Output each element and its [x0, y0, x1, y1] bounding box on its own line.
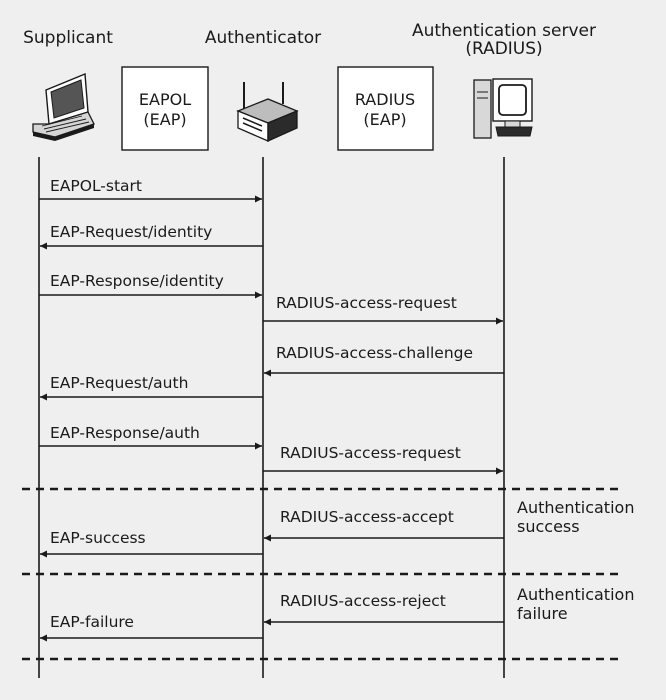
- radius-box-line2: (EAP): [363, 110, 406, 129]
- message-label: EAP-Response/auth: [50, 424, 200, 442]
- message-label: EAPOL-start: [50, 177, 142, 195]
- radius-box-line1: RADIUS: [355, 90, 415, 109]
- message-label: EAP-Request/identity: [50, 223, 212, 241]
- msg-radius-access-challenge: RADIUS-access-challenge: [264, 344, 504, 377]
- msg-radius-access-request-2: RADIUS-access-request: [263, 444, 503, 475]
- radius-protocol-box: RADIUS (EAP): [337, 66, 434, 151]
- msg-eapol-start: EAPOL-start: [39, 177, 262, 203]
- access-point-icon: [236, 82, 299, 143]
- msg-eap-success: EAP-success: [40, 529, 263, 558]
- success-note-line1: Authentication: [517, 498, 634, 517]
- message-label: EAP-Request/auth: [50, 374, 188, 392]
- message-label: RADIUS-access-challenge: [276, 344, 473, 362]
- eapol-box-line1: EAPOL: [139, 90, 191, 109]
- msg-eap-response-auth: EAP-Response/auth: [39, 424, 262, 450]
- failure-note-line2: failure: [517, 604, 568, 623]
- message-label: EAP-success: [50, 529, 146, 547]
- msg-eap-failure: EAP-failure: [40, 613, 263, 642]
- message-label: RADIUS-access-request: [276, 294, 457, 312]
- msg-eap-response-identity: EAP-Response/identity: [39, 272, 262, 299]
- eapol-protocol-box: EAPOL (EAP): [121, 66, 209, 151]
- failure-note-line1: Authentication: [517, 585, 634, 604]
- supplicant-header: Supplicant: [23, 28, 113, 48]
- msg-radius-access-request-1: RADIUS-access-request: [263, 294, 503, 325]
- msg-radius-access-accept: RADIUS-access-accept: [264, 508, 504, 542]
- msg-eap-request-auth: EAP-Request/auth: [40, 374, 263, 401]
- message-label: RADIUS-access-accept: [280, 508, 454, 526]
- authenticator-header: Authenticator: [205, 28, 321, 48]
- message-label: EAP-failure: [50, 613, 134, 631]
- message-label: EAP-Response/identity: [50, 272, 224, 290]
- eapol-box-line2: (EAP): [143, 110, 186, 129]
- msg-eap-request-identity: EAP-Request/identity: [40, 223, 263, 250]
- message-label: RADIUS-access-reject: [280, 592, 446, 610]
- msg-radius-access-reject: RADIUS-access-reject: [264, 592, 504, 626]
- server-header-line1: Authentication server: [412, 21, 596, 41]
- laptop-icon: [32, 72, 95, 141]
- message-label: RADIUS-access-request: [280, 444, 461, 462]
- server-header-line2: (RADIUS): [465, 39, 542, 59]
- success-note-line2: success: [517, 517, 580, 536]
- server-computer-icon: [473, 78, 533, 139]
